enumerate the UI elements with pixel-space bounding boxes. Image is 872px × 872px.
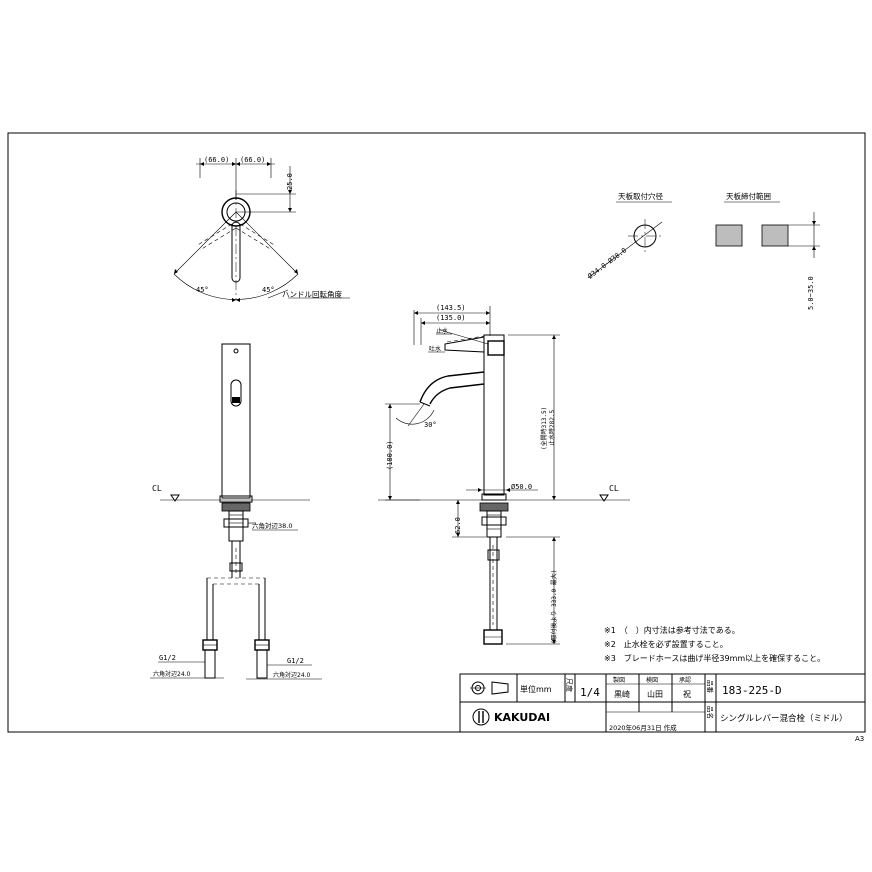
spout-upper [419,371,485,403]
counter-range-title: 天板締付範囲 [726,191,771,201]
header-draw: 製図 [613,676,625,684]
note-1: ※1 （ ）内寸法は参考寸法である。 [604,625,740,635]
mounting-shank-side [486,510,502,538]
product-name-label: 品名 [706,706,715,719]
spout-height-dim: (180.0) [386,440,394,470]
counter-range-detail: 天板締付範囲 5.0~35.0 [715,191,820,310]
approved-by: 祝 [683,689,691,699]
product-name: シングルレバー混合栓（ミドル） [720,713,848,724]
counter-range-dim: 5.0~35.0 [807,276,815,310]
label-stop: 止水 [436,327,448,335]
notes: ※1 （ ）内寸法は参考寸法である。 ※2 止水栓を必ず設置すること。 ※3 ブ… [604,625,825,663]
hole-diameter-detail: 天板取付穴径 Ø34.0~Ø38.0 [586,191,672,281]
front-view: CL 六角対辺38.0 G1/2 G1/2 六角対辺24.0 [150,343,322,680]
company-name: KAKUDAI [494,711,550,724]
kakudai-logo-icon [472,708,490,726]
hex-left-label: 六角対辺24.0 [153,670,191,678]
spout-lower [429,383,485,405]
checked-by: 山田 [647,689,663,699]
drawing-frame [7,132,866,733]
angle-right: 45° [262,286,275,294]
height-stop-dim: 止水時282.5 [548,410,556,446]
cartridge-cap [487,340,505,356]
mounting-washer [221,502,251,512]
base-ring-front [219,495,253,503]
counter-section-left [715,224,743,247]
lever-side [444,336,485,353]
product-code: 183-225-D [722,684,782,697]
side-cl-label: CL [609,484,619,493]
height-total-dim: (全開時313.5) [540,407,548,450]
angle-left: 45° [196,286,209,294]
hole-diameter-dim: Ø34.0~Ø38.0 [586,246,628,280]
top-view: (66.0) (66.0) 25.0 45° 45° ハンドル回転角度 [173,156,350,302]
hose-fitting-right [256,649,268,679]
projection-symbol-icon [470,681,509,695]
indicator-dot [233,348,239,354]
dim-62: 62.0 [454,517,462,534]
label-water: 吐水 [429,345,441,353]
base-dia-dim: Ø50.0 [511,483,532,491]
side-view: (143.5) (135.0) 止水 吐水 30° (180.0) (全開時31… [378,304,630,645]
side-dim-b: (135.0) [436,314,466,322]
top-dim-vertical: 25.0 [286,173,294,190]
spout-outlet-front [230,379,242,407]
note-2: ※2 止水栓を必ず設置すること。 [604,639,728,649]
title-block: 単位mm 尺度 1/4 製図 検図 承認 黒崎 山田 祝 品番 183-225-… [459,673,866,733]
hose-length-dim: (取付後より 333.0 最大) [550,570,558,644]
faucet-body-side [483,334,505,496]
hex-right-label: 六角対辺24.0 [273,671,311,679]
header-approve: 承認 [679,676,691,684]
product-code-label: 品番 [706,680,714,694]
hole-diameter-title: 天板取付穴径 [618,191,663,201]
thread-left-label: G1/2 [159,654,176,662]
rotation-angle-caption: ハンドル回転角度 [282,289,342,299]
thread-right-label: G1/2 [287,657,304,665]
unit-label: 単位mm [520,684,552,694]
front-cl-label: CL [152,484,162,493]
note-3: ※3 ブレードホースは曲げ半径39mm以上を確保すること。 [604,653,825,663]
faucet-body-front [221,343,251,499]
side-dim-a: (143.5) [436,304,466,312]
drawn-by: 黒崎 [614,689,630,699]
scale-label: 尺度 [565,678,574,692]
drawing-date: 2020年06月31日 作成 [609,723,677,732]
top-dim-left: (66.0) [204,156,229,164]
spout-angle: 30° [424,421,437,429]
header-check: 検図 [646,676,658,684]
mounting-shank [228,510,244,542]
top-dim-right: (66.0) [240,156,265,164]
scale-value: 1/4 [580,686,600,699]
sheet-size: A3 [855,735,864,743]
hose-fitting-left [204,649,216,679]
hex-nut-label: 六角対辺38.0 [252,521,292,530]
counter-section-right [761,224,789,247]
